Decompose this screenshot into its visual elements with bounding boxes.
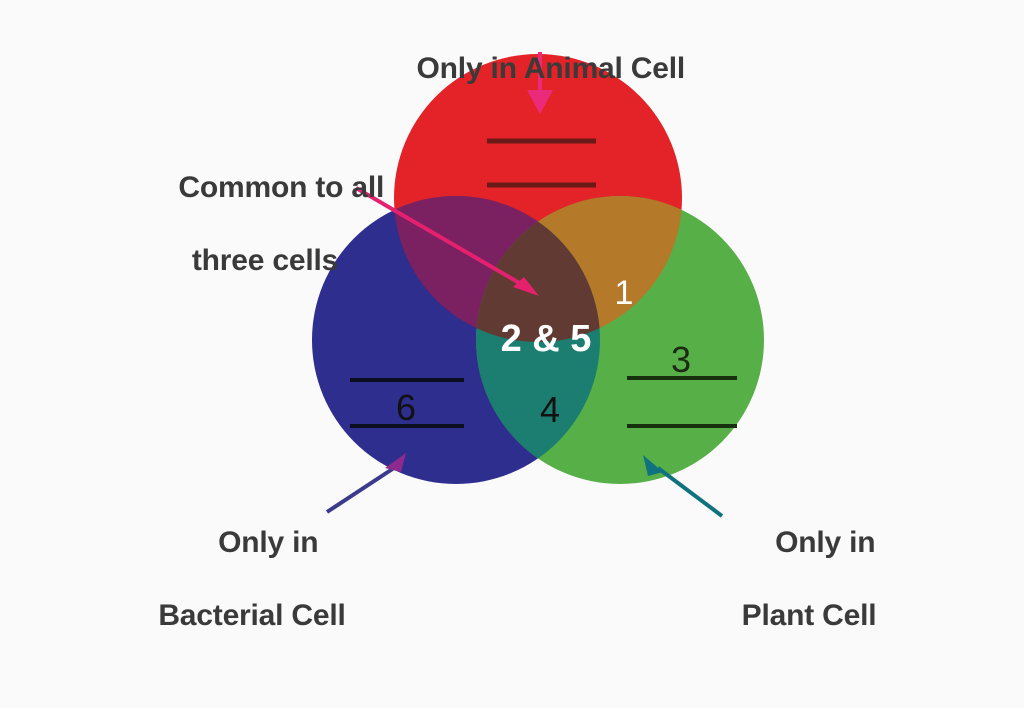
- value-plant-only: 3: [671, 339, 691, 380]
- arrow-animal-icon: [527, 52, 553, 114]
- arrow-bacterial-head: [385, 453, 406, 472]
- label-plant-line1: Only in: [775, 525, 876, 559]
- label-common-line1: Common to all: [178, 170, 385, 204]
- label-common-line2: three cells: [191, 243, 339, 277]
- value-animal-plant: 1: [615, 274, 634, 312]
- blank-lines-bacterial: [350, 378, 464, 428]
- arrow-common-shaft: [354, 186, 530, 290]
- arrow-animal-head: [527, 90, 553, 114]
- arrow-bacterial-icon: [325, 453, 406, 514]
- value-bacterial-only: 6: [396, 387, 416, 428]
- arrow-common-icon: [354, 186, 539, 296]
- venn-diagram-canvas: 1 2 & 5 3 4 6: [312, 52, 764, 518]
- label-animal-line1: Only in Animal Cell: [416, 51, 686, 85]
- blank-lines-plant: [627, 376, 737, 428]
- arrow-plant-shaft: [656, 466, 724, 518]
- label-bacterial-line2: Bacterial Cell: [158, 598, 346, 632]
- arrow-plant-icon: [643, 455, 724, 518]
- label-only-in-plant-cell: Only in Plant Cell: [727, 488, 891, 708]
- overlap-all-three[interactable]: [476, 196, 764, 484]
- venn-diagram-figure: 1 2 & 5 3 4 6 Only in Animal Cell Comm: [137, 14, 877, 632]
- arrow-common-head: [513, 277, 539, 296]
- arrow-plant-head: [643, 455, 663, 476]
- label-only-in-animal-cell: Only in Animal Cell: [384, 14, 686, 124]
- value-bacterial-plant: 4: [540, 389, 560, 430]
- label-common-to-all-three-cells: Common to all three cells: [137, 133, 393, 353]
- arrow-bacterial-shaft: [325, 466, 396, 514]
- label-only-in-bacterial-cell: Only in Bacterial Cell: [141, 488, 363, 708]
- blank-lines-animal: [487, 138, 596, 188]
- label-bacterial-line1: Only in: [218, 525, 319, 559]
- label-plant-line2: Plant Cell: [741, 598, 877, 632]
- value-center-all-three: 2 & 5: [501, 318, 592, 360]
